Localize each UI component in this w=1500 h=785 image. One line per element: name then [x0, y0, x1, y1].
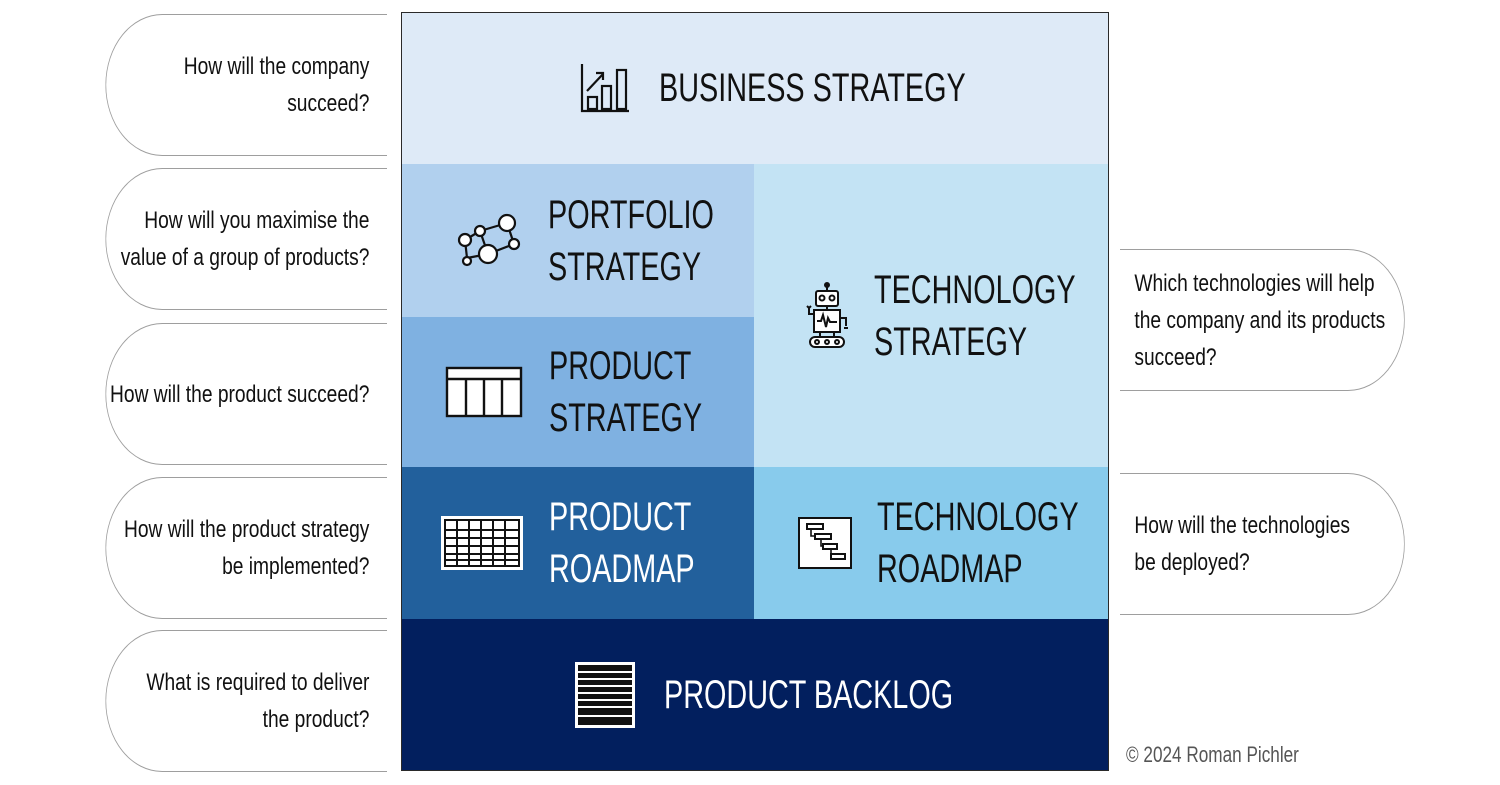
question-product-text: How will the product succeed? — [110, 380, 370, 408]
product-strategy-block: PRODUCT STRATEGY — [401, 317, 754, 467]
technology-strategy-block: TECHNOLOGY STRATEGY — [754, 164, 1109, 467]
product-backlog-title: PRODUCT BACKLOG — [664, 673, 954, 717]
question-roadmap-text: How will the product strategy be impleme… — [123, 516, 370, 580]
question-backlog-text: What is required to deliver the product? — [146, 669, 370, 733]
question-backlog: What is required to deliver the product? — [105, 630, 387, 772]
business-strategy-title: BUSINESS STRATEGY — [659, 66, 966, 110]
question-technology-strategy-text: Which technologies will help the company… — [1134, 269, 1386, 371]
product-canvas-icon — [445, 366, 523, 418]
network-icon — [457, 213, 521, 266]
question-portfolio: How will you maximise the value of a gro… — [105, 168, 387, 310]
question-business: How will the company succeed? — [105, 14, 387, 156]
backlog-list-icon — [575, 662, 635, 728]
question-technology-strategy: Which technologies will help the company… — [1120, 249, 1405, 391]
product-roadmap-block: PRODUCT ROADMAP — [401, 467, 754, 619]
question-technology-roadmap: How will the technologies be deployed? — [1120, 473, 1405, 615]
question-product: How will the product succeed? — [105, 323, 387, 465]
question-technology-roadmap-text: How will the technologies be deployed? — [1134, 512, 1350, 576]
portfolio-strategy-block: PORTFOLIO STRATEGY — [401, 164, 754, 317]
question-portfolio-text: How will you maximise the value of a gro… — [120, 207, 370, 271]
product-strategy-title: PRODUCT STRATEGY — [549, 344, 703, 440]
copyright: © 2024 Roman Pichler — [1126, 742, 1299, 767]
product-roadmap-title: PRODUCT ROADMAP — [549, 495, 695, 591]
bar-chart-icon — [580, 64, 629, 113]
product-backlog-block: PRODUCT BACKLOG — [401, 619, 1109, 771]
gantt-chart-icon — [798, 517, 852, 569]
technology-roadmap-title: TECHNOLOGY ROADMAP — [877, 495, 1079, 591]
roadmap-grid-icon — [441, 516, 523, 570]
question-roadmap: How will the product strategy be impleme… — [105, 477, 387, 619]
question-business-text: How will the company succeed? — [183, 53, 370, 117]
robot-icon — [806, 281, 848, 348]
technology-strategy-title: TECHNOLOGY STRATEGY — [874, 267, 1076, 364]
business-strategy-block: BUSINESS STRATEGY — [401, 12, 1109, 164]
technology-roadmap-block: TECHNOLOGY ROADMAP — [754, 467, 1109, 619]
portfolio-strategy-title: PORTFOLIO STRATEGY — [548, 192, 714, 289]
